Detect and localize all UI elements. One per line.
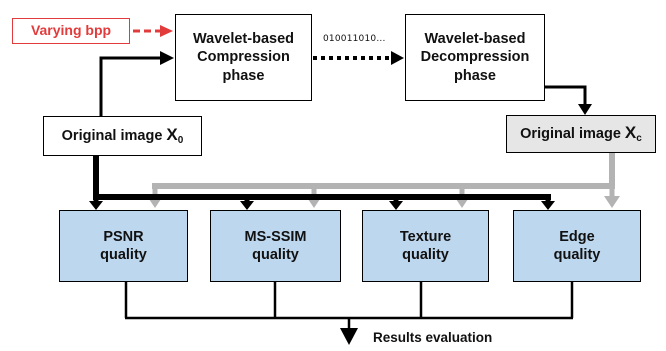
results-collector (124, 282, 574, 330)
psnr-line-1: PSNR (103, 228, 144, 245)
compression-line-3: phase (222, 67, 265, 84)
varying-bpp-arrow (133, 25, 173, 37)
compression-line-1: Wavelet-based (193, 31, 294, 48)
texture-line-2: quality (402, 247, 449, 263)
varying-bpp-label: Varying bpp (30, 22, 112, 39)
decompression-line-2: Decompression (420, 49, 530, 66)
reconstructed-image-box: Original image Xc (506, 115, 656, 153)
reconstructed-image-symbol: X (624, 123, 637, 143)
edge-quality-box: Edge quality (513, 210, 641, 282)
results-arrowhead (340, 328, 358, 345)
gray-feed-lines (152, 151, 615, 198)
black-arrowheads (89, 201, 555, 210)
psnr-line-2: quality (100, 247, 147, 263)
compression-line-2: Compression (197, 49, 290, 66)
decompression-to-reconstructed-arrow (545, 85, 592, 115)
original-to-compression-arrow (99, 51, 174, 116)
varying-bpp-box: Varying bpp (12, 18, 130, 44)
ms-ssim-line-2: quality (252, 247, 299, 263)
psnr-quality-box: PSNR quality (59, 210, 188, 282)
ms-ssim-quality-box: MS-SSIM quality (210, 210, 341, 282)
results-evaluation-label: Results evaluation (373, 330, 493, 345)
reconstructed-image-subscript: c (636, 133, 642, 145)
bitstream-arrow (313, 51, 404, 65)
original-image-box: Original image X0 (43, 116, 202, 156)
original-image-label: Original image (61, 128, 163, 145)
texture-quality-box: Texture quality (362, 210, 489, 282)
edge-line-2: quality (553, 247, 601, 263)
compression-phase-box: Wavelet-based Compression phase (175, 14, 312, 101)
decompression-line-1: Wavelet-based (424, 31, 526, 48)
original-image-subscript: 0 (177, 135, 184, 147)
edge-line-1: Edge (559, 228, 595, 245)
ms-ssim-line-1: MS-SSIM (244, 228, 307, 245)
reconstructed-image-label: Original image (520, 126, 621, 143)
bitstream-label: 010011010... (323, 34, 386, 44)
original-image-symbol: X (166, 125, 178, 145)
texture-line-1: Texture (399, 228, 452, 245)
black-feed-lines (93, 154, 551, 203)
decompression-line-3: phase (454, 67, 496, 84)
decompression-phase-box: Wavelet-based Decompression phase (405, 14, 545, 101)
